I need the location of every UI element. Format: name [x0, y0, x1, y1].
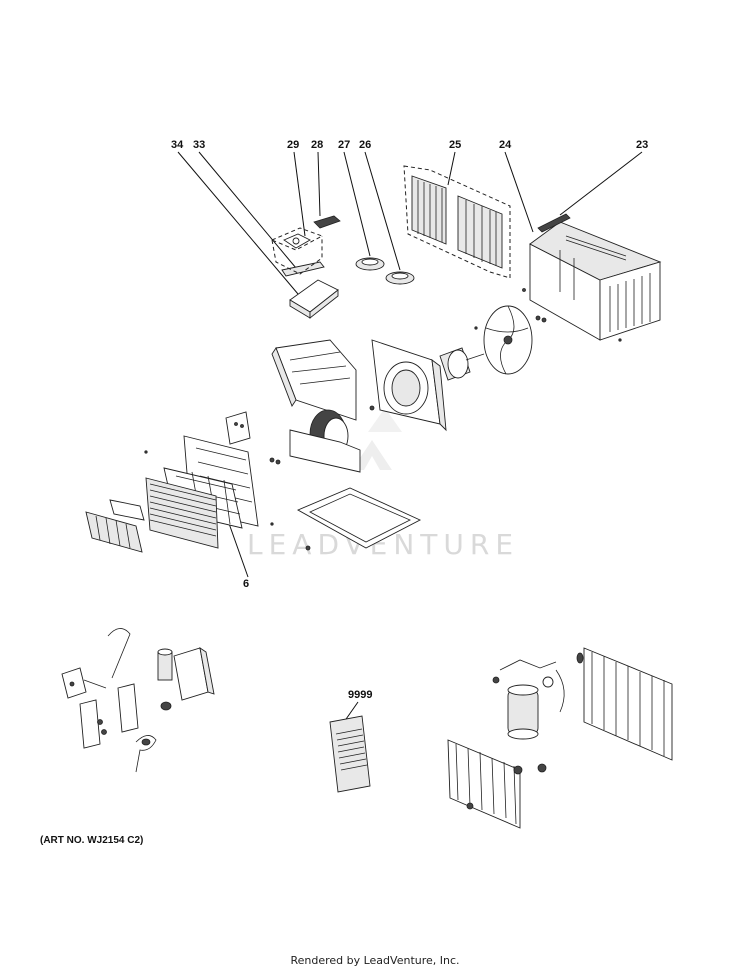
callout-25[interactable]: 25: [449, 139, 461, 151]
fan-motor[interactable]: [439, 347, 485, 381]
watermark-logo: [352, 408, 402, 470]
callout-33[interactable]: 33: [193, 139, 205, 151]
electrical-components[interactable]: [61, 628, 215, 773]
evaporator-coil[interactable]: [447, 739, 521, 829]
callout-26[interactable]: 26: [359, 139, 371, 151]
part-25-side-curtains[interactable]: [403, 165, 511, 279]
part-26-knob[interactable]: [385, 271, 415, 285]
art-number: (ART NO. WJ2154 C2): [40, 835, 144, 846]
part-27-knob[interactable]: [355, 257, 385, 271]
control-board[interactable]: [225, 411, 251, 445]
blower-scroll[interactable]: [269, 429, 361, 473]
part-29-hardware-bag[interactable]: [270, 227, 324, 275]
fan-shroud[interactable]: [369, 339, 447, 432]
callout-9999[interactable]: 9999: [348, 689, 372, 701]
base-pan[interactable]: [296, 487, 422, 551]
condenser-fan-blade[interactable]: [483, 305, 533, 375]
front-grille[interactable]: [145, 477, 219, 549]
evaporator-housing[interactable]: [271, 339, 357, 421]
leader-lines: [177, 151, 643, 723]
part-24-cabinet[interactable]: [529, 221, 662, 341]
footer-credit: Rendered by LeadVenture, Inc.: [290, 954, 460, 967]
condenser-coil[interactable]: [583, 647, 673, 761]
callout-23[interactable]: 23: [636, 139, 648, 151]
callout-34[interactable]: 34: [171, 139, 184, 151]
part-23-cabinet-top-rail[interactable]: [537, 213, 627, 261]
part-33-seal-strip[interactable]: [281, 261, 325, 277]
refrigerant-tubing[interactable]: [466, 652, 584, 810]
callout-29[interactable]: 29: [287, 139, 299, 151]
callout-24[interactable]: 24: [499, 139, 512, 151]
callout-6[interactable]: 6: [243, 578, 249, 590]
callout-27[interactable]: 27: [338, 139, 350, 151]
part-34-foam-pad[interactable]: [289, 279, 339, 319]
part-9999-owners-manual[interactable]: [329, 715, 371, 793]
louver-assembly[interactable]: [85, 499, 145, 553]
part-28-remote-control[interactable]: [313, 215, 341, 229]
callout-28[interactable]: 28: [311, 139, 323, 151]
compressor[interactable]: [507, 684, 547, 775]
loose-screws: [144, 326, 622, 526]
cabinet-screws: [522, 288, 547, 323]
